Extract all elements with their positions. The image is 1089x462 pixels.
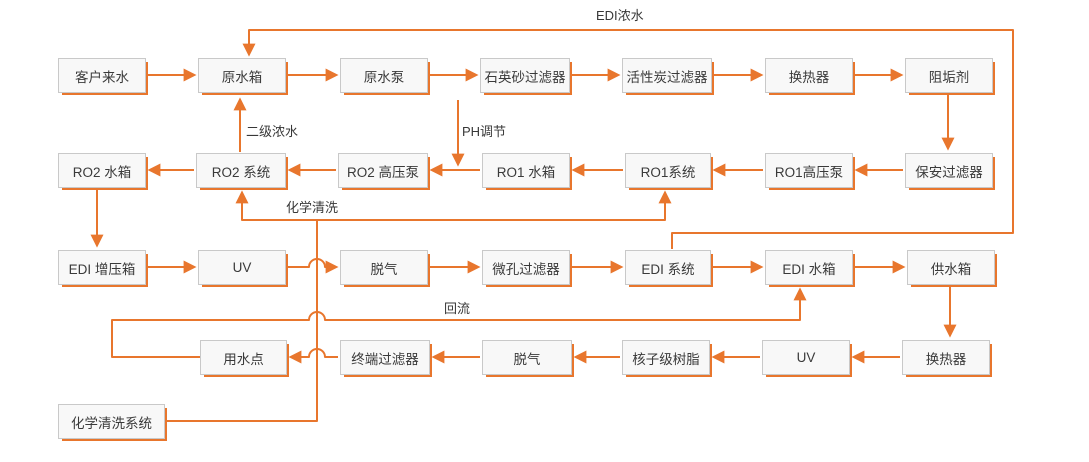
node-edi-tank: EDI 水箱 [765, 250, 853, 285]
node-degasser-mid: 脱气 [340, 250, 428, 285]
connector-chemical-cleaning-to-ro1-system [317, 190, 672, 221]
label-edi-concentrate: EDI浓水 [596, 8, 644, 23]
node-supply-tank: 供水箱 [907, 250, 995, 285]
label-ph-adjust: PH调节 [462, 124, 507, 139]
connector-uv-to-degasser [288, 258, 339, 274]
node-ro2-hp-pump: RO2 高压泵 [338, 153, 428, 188]
node-heat-exchanger-top: 换热器 [765, 58, 853, 93]
node-degasser-bottom: 脱气 [482, 340, 572, 375]
node-microporous-filter: 微孔过滤器 [482, 250, 570, 285]
node-chemical-cleaning-system: 化学清洗系统 [58, 404, 165, 439]
label-backflow: 回流 [444, 301, 471, 316]
connector-edi-concentrate-return [242, 29, 1014, 249]
label-chemical-cleaning: 化学清洗 [286, 200, 339, 215]
label-secondary-concentrate: 二级浓水 [246, 124, 299, 139]
node-edi-system: EDI 系统 [625, 250, 711, 285]
node-ro1-system: RO1系统 [625, 153, 711, 188]
node-terminal-filter: 终端过滤器 [340, 340, 430, 375]
node-cartridge-filter: 保安过滤器 [905, 153, 993, 188]
node-activated-carbon-filter: 活性炭过滤器 [622, 58, 712, 93]
node-quartz-sand-filter: 石英砂过滤器 [480, 58, 570, 93]
node-ro1-hp-pump: RO1高压泵 [765, 153, 853, 188]
node-raw-water-tank: 原水箱 [198, 58, 286, 93]
connector-backflow-return [111, 287, 807, 358]
node-point-of-use: 用水点 [200, 340, 287, 375]
node-uv-mid: UV [198, 250, 286, 285]
node-ro2-tank: RO2 水箱 [58, 153, 146, 188]
node-ro2-system: RO2 系统 [196, 153, 286, 188]
node-edi-booster-tank: EDI 增压箱 [58, 250, 146, 285]
connector-chemical-cleaning-to-ro2-system [235, 190, 317, 221]
node-heat-exchanger-bottom: 换热器 [902, 340, 990, 375]
connector-chemical-cleaning-riser [165, 220, 318, 422]
node-ro1-tank: RO1 水箱 [482, 153, 570, 188]
node-antiscalant: 阻垢剂 [905, 58, 993, 93]
node-nuclear-grade-resin: 核子级树脂 [622, 340, 710, 375]
node-raw-water-pump: 原水泵 [340, 58, 428, 93]
connector-terminal-filter-to-point-of-use [288, 348, 338, 364]
node-customer-water: 客户来水 [58, 58, 146, 93]
node-uv-bottom: UV [762, 340, 850, 375]
